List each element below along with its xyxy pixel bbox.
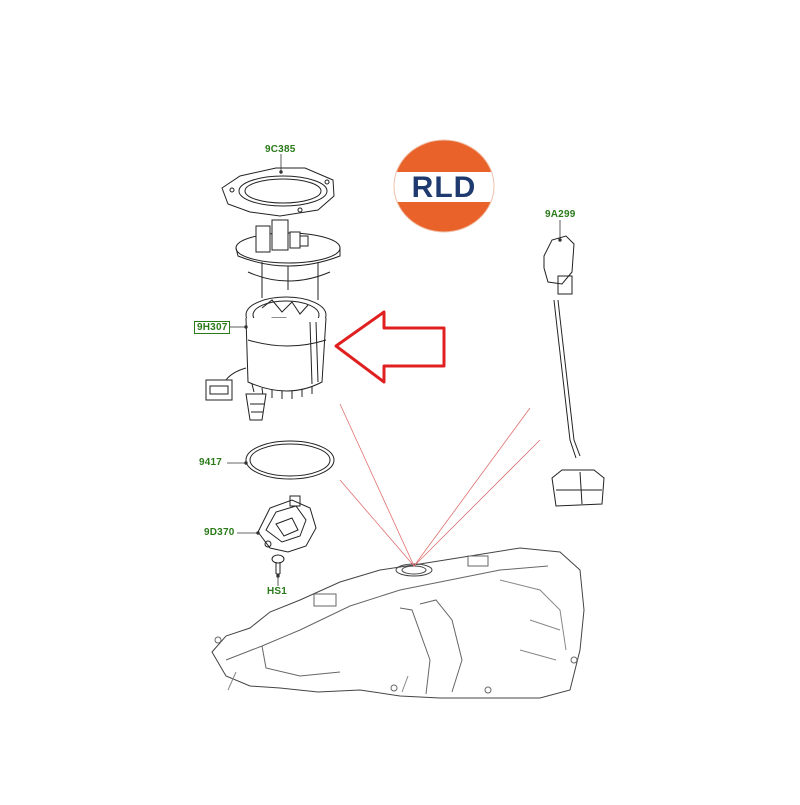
fuel-tank xyxy=(211,547,585,699)
screw-hs1 xyxy=(271,554,285,575)
label-9417: 9417 xyxy=(199,457,223,468)
rld-logo: RLD xyxy=(392,138,496,234)
leader-lines xyxy=(227,154,562,586)
label-9c385: 9C385 xyxy=(265,144,296,155)
gasket-9c385 xyxy=(221,167,335,217)
guide-lines xyxy=(339,403,541,567)
logo-text: RLD xyxy=(411,171,477,204)
o-ring-9417 xyxy=(245,440,335,480)
label-9d370: 9D370 xyxy=(204,527,235,538)
bracket-9d370 xyxy=(257,495,317,553)
label-9h307: 9H307 xyxy=(194,321,231,334)
level-sender-9a299 xyxy=(543,235,605,507)
rld-logo-graphic xyxy=(393,139,495,233)
label-hs1: HS1 xyxy=(267,586,288,597)
highlight-arrow xyxy=(334,310,446,384)
fuel-pump-module xyxy=(205,219,341,421)
label-9a299: 9A299 xyxy=(545,209,576,220)
